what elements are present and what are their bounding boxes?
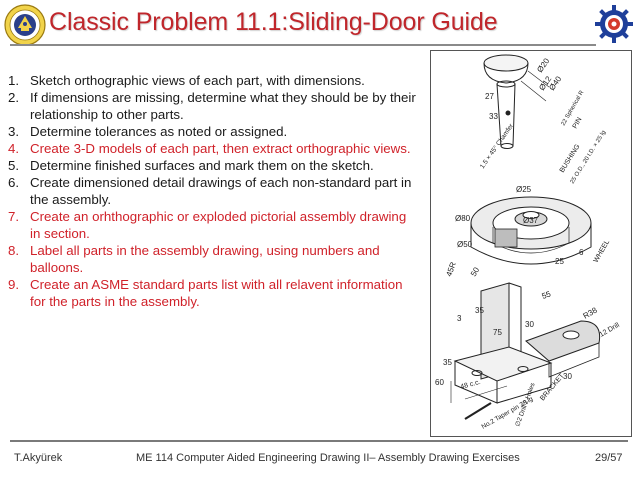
label-d80: Ø80: [455, 214, 471, 223]
assembly-drawing-figure: Ø20 Ø12 Ø40 27 33 22 Spherical R PIN 1.5…: [430, 50, 632, 437]
taper-pin-drawing: [464, 402, 492, 420]
footer-divider: [10, 440, 628, 442]
label-d20: Ø20: [535, 56, 551, 74]
label-d50: Ø50: [457, 240, 473, 249]
pin-drawing: [483, 54, 550, 149]
label-12drill: 12 Drill: [599, 322, 622, 339]
label-35b: 35: [443, 358, 452, 367]
list-item: 5.Determine finished surfaces and mark t…: [8, 158, 374, 173]
label-r38: R38: [582, 305, 600, 320]
label-d25: Ø25: [516, 185, 532, 194]
title-divider: [10, 44, 596, 46]
label-d37: Ø37: [523, 216, 539, 225]
label-6: 6: [579, 248, 584, 257]
list-item: 8.Label all parts in the assembly drawin…: [8, 243, 380, 275]
list-item: 9.Create an ASME standard parts list wit…: [8, 277, 403, 309]
list-item: 1.Sketch orthographic views of each part…: [8, 73, 365, 88]
label-27: 27: [485, 92, 494, 101]
label-3: 3: [457, 314, 462, 323]
label-wheel: WHEEL: [593, 239, 612, 264]
label-33: 33: [489, 112, 498, 121]
bracket-drawing: [450, 282, 601, 404]
list-item: 4.Create 3-D models of each part, then e…: [8, 141, 411, 156]
footer-page-number: 29/57: [595, 452, 623, 464]
label-60: 60: [435, 378, 444, 387]
footer-author: T.Akyürek: [14, 452, 63, 464]
list-item: 3.Determine tolerances as noted or assig…: [8, 124, 288, 139]
label-30a: 30: [525, 320, 534, 329]
label-d40: Ø40: [547, 74, 563, 92]
label-chamfer: 1.5 × 45° Chamfer: [478, 121, 515, 170]
label-75: 75: [493, 328, 502, 337]
label-30b: 30: [563, 372, 572, 381]
label-48cc: 48 c.c.: [460, 379, 482, 391]
footer-course: ME 114 Computer Aided Engineering Drawin…: [136, 452, 520, 464]
list-item: 6.Create dimensioned detail drawings of …: [8, 175, 412, 207]
label-bushing-spec: 25 O.D., 20 I.D. × 25 lg: [570, 130, 608, 185]
wheel-drawing: [470, 196, 592, 265]
instruction-list: 1.Sketch orthographic views of each part…: [8, 72, 418, 310]
list-item: 7.Create an orhthographic or exploded pi…: [8, 209, 407, 241]
label-bracket: BRACKET: [539, 372, 566, 402]
page-title: Classic Problem 11.1:Sliding-Door Guide: [49, 8, 498, 36]
university-logo-icon: [4, 4, 46, 46]
label-35a: 35: [475, 306, 484, 315]
label-55: 55: [541, 289, 553, 301]
label-25: 25: [555, 257, 564, 266]
label-50: 50: [469, 265, 482, 278]
list-item: 2.If dimensions are missing, determine w…: [8, 90, 416, 122]
label-pin: PIN: [572, 116, 584, 130]
gear-logo-icon: [594, 4, 634, 44]
label-45r: 45R: [444, 261, 458, 278]
